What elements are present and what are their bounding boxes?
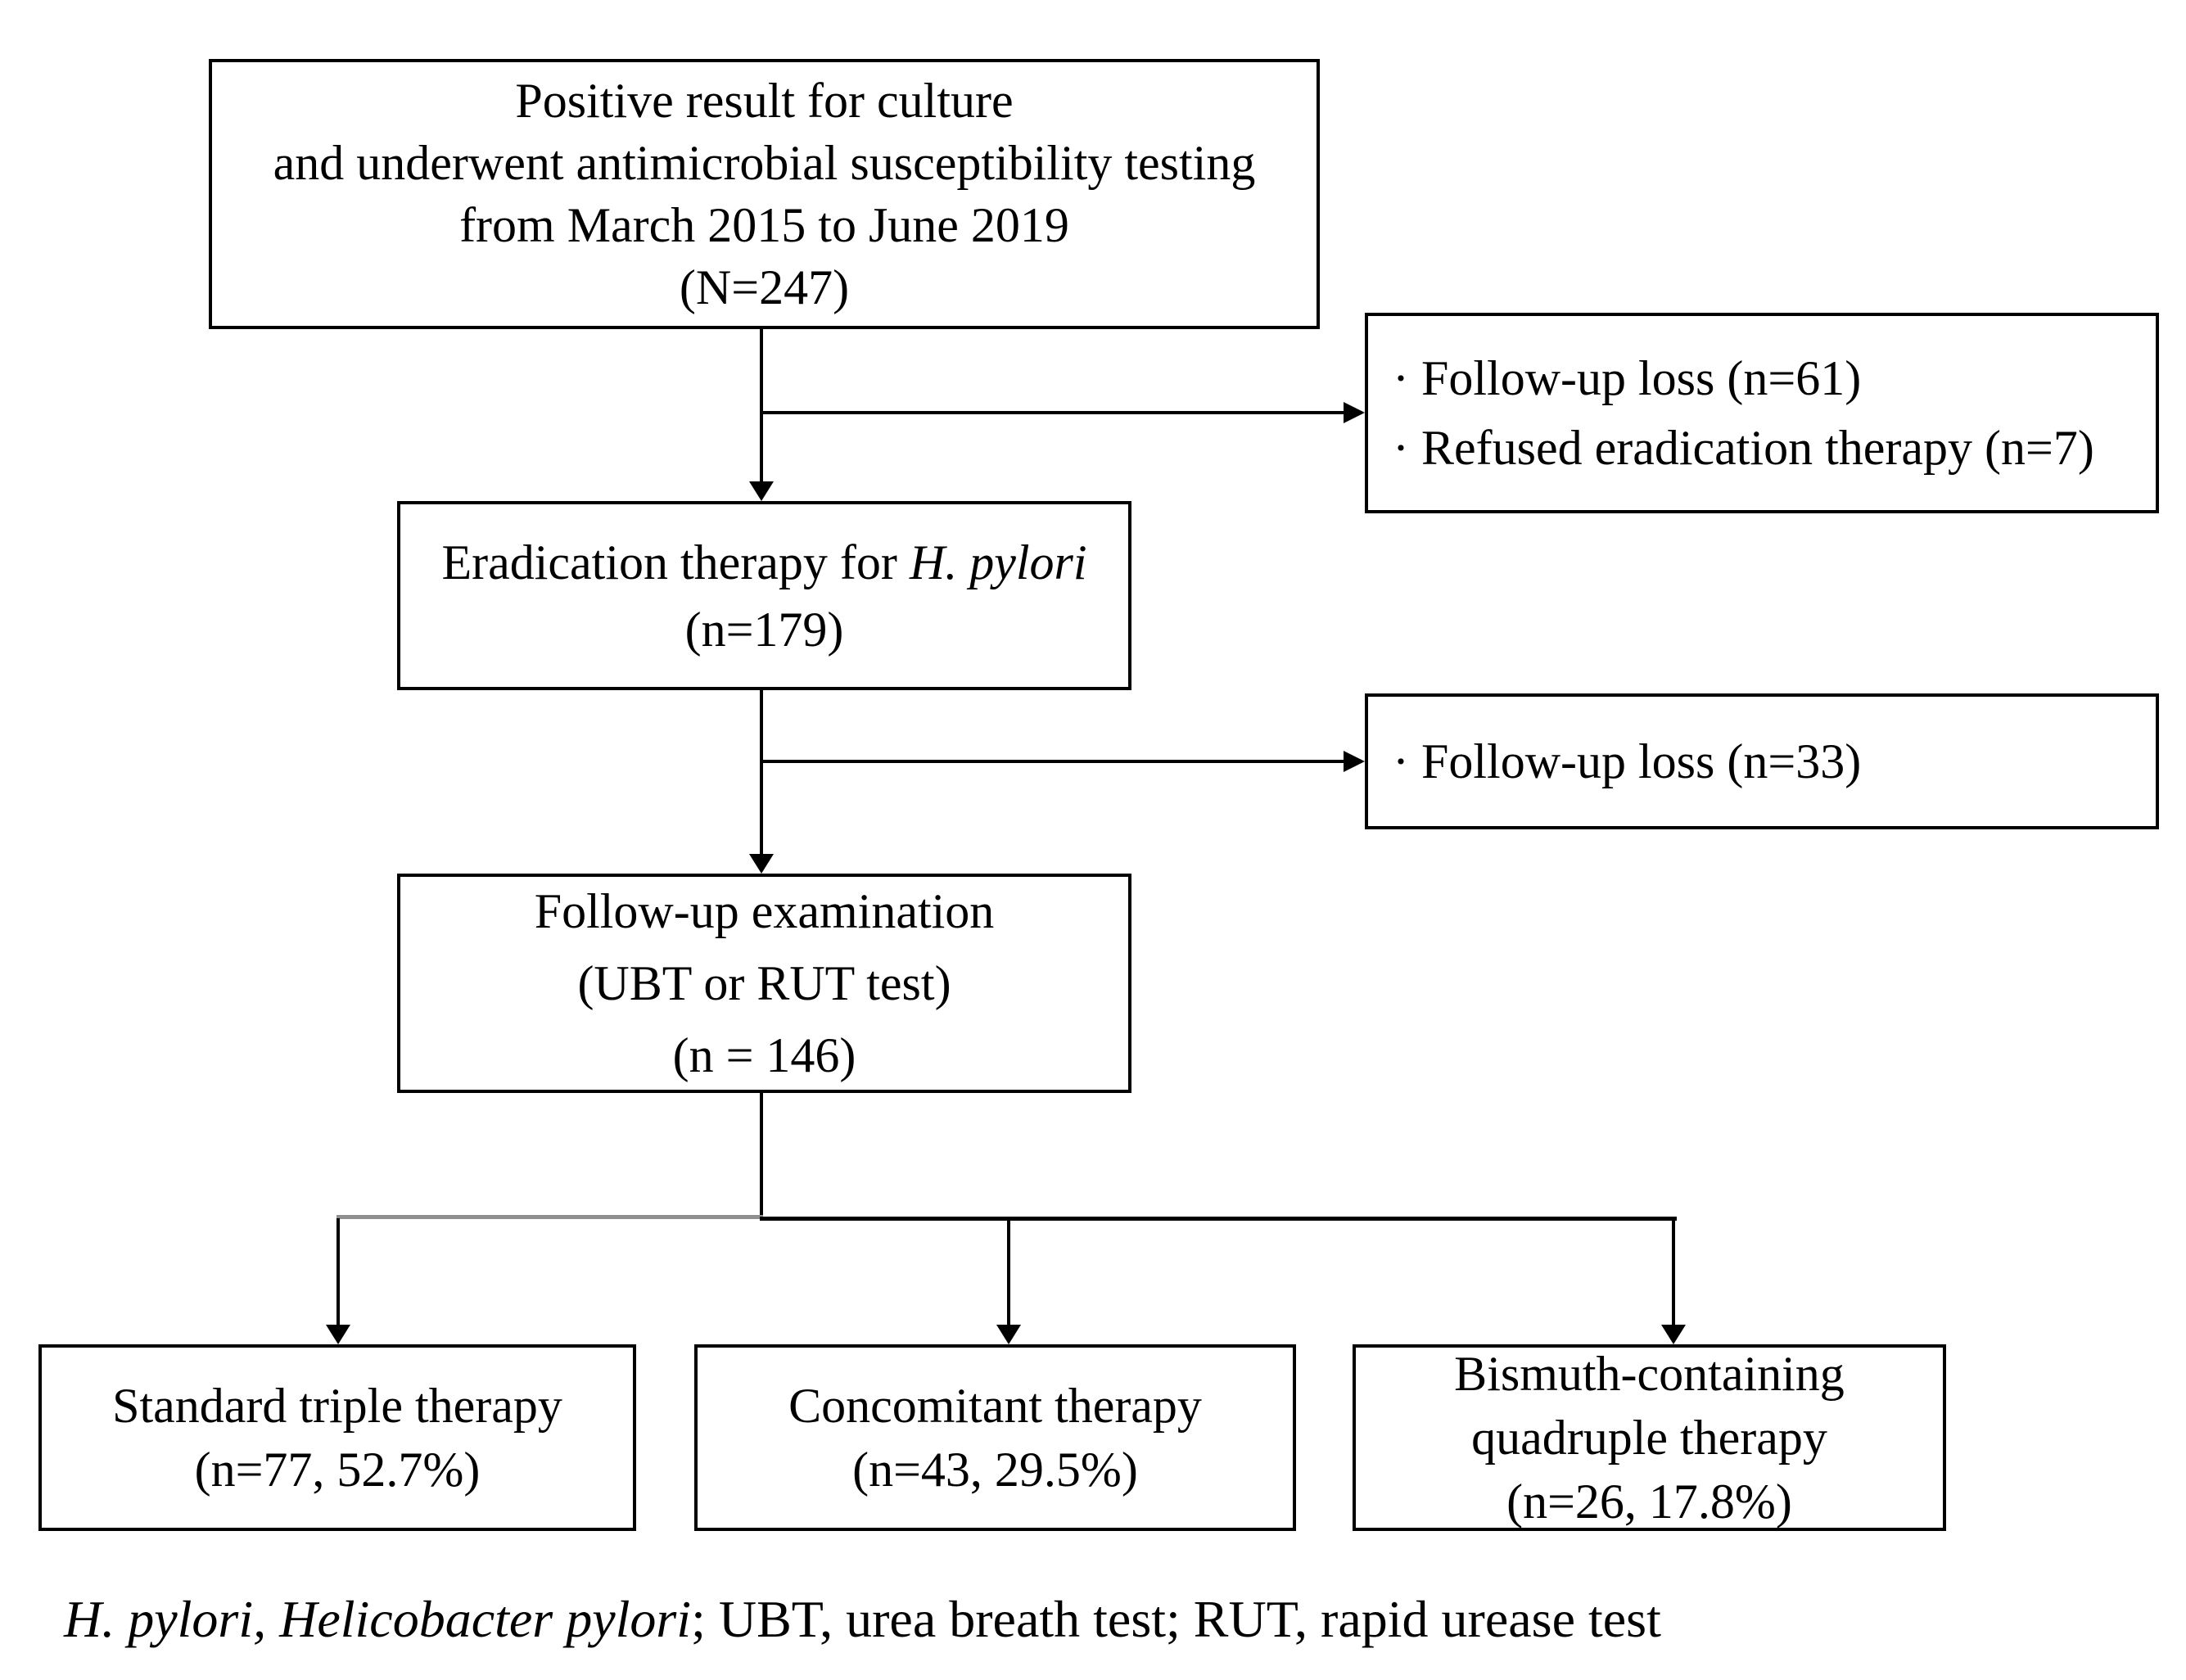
- connector-horizontal-1: [761, 411, 1344, 414]
- flow-box-culture-line4: (N=247): [679, 260, 850, 314]
- exclusion-2-item-1: · Follow-up loss (n=33): [1393, 734, 1862, 788]
- standard-triple-line2: (n=77, 52.7%): [194, 1443, 481, 1497]
- concomitant-line1: Concomitant therapy: [788, 1379, 1202, 1433]
- bismuth-quadruple-line2: quadruple therapy: [1471, 1411, 1827, 1465]
- connector-vertical-3: [760, 1093, 763, 1218]
- arrowhead-down-1-icon: [749, 481, 774, 501]
- exclusion-1-item-1: · Follow-up loss (n=61): [1393, 350, 1862, 405]
- footnote-regular-segment: ; UBT, urea breath test; RUT, rapid urea…: [691, 1590, 1661, 1648]
- branch-line-left-segment: [336, 1215, 763, 1219]
- therapy-box-bismuth-quadruple-text: Bismuth-containing quadruple therapy (n=…: [1454, 1342, 1845, 1533]
- arrowhead-down-concomitant-icon: [996, 1325, 1021, 1344]
- flow-box-eradication-line2: (n=179): [684, 602, 844, 657]
- bismuth-quadruple-line1: Bismuth-containing: [1454, 1347, 1845, 1401]
- flow-box-eradication-text: Eradication therapy for H. pylori (n=179…: [441, 529, 1086, 663]
- flow-box-exclusion-2: · Follow-up loss (n=33): [1365, 693, 2159, 829]
- flow-box-followup-exam-text: Follow-up examination (UBT or RUT test) …: [535, 875, 995, 1091]
- therapy-box-concomitant-text: Concomitant therapy (n=43, 29.5%): [788, 1374, 1202, 1502]
- footnote-italic-segment: H. pylori, Helicobacter pylori: [64, 1590, 692, 1648]
- flow-box-followup-exam: Follow-up examination (UBT or RUT test) …: [397, 874, 1131, 1093]
- arrowhead-right-2-icon: [1344, 751, 1365, 772]
- bismuth-quadruple-line3: (n=26, 17.8%): [1506, 1475, 1792, 1529]
- flow-box-culture-line1: Positive result for culture: [515, 74, 1014, 128]
- connector-vertical-standard-triple: [336, 1218, 340, 1325]
- flow-box-exclusion-1-text: · Follow-up loss (n=61) · Refused eradic…: [1393, 344, 2094, 483]
- standard-triple-line1: Standard triple therapy: [112, 1379, 562, 1433]
- flow-box-culture-text: Positive result for culture and underwen…: [273, 70, 1256, 318]
- arrowhead-down-2-icon: [749, 854, 774, 874]
- branch-line-right-segment: [760, 1217, 1677, 1221]
- arrowhead-down-standard-triple-icon: [326, 1325, 350, 1344]
- exclusion-1-item-2: · Refused eradication therapy (n=7): [1393, 420, 2094, 475]
- flow-box-eradication-line1: Eradication therapy for H. pylori: [441, 529, 1086, 596]
- flow-box-culture: Positive result for culture and underwen…: [209, 59, 1320, 329]
- eradication-line1-italic: H. pylori: [909, 535, 1087, 589]
- arrowhead-right-1-icon: [1344, 402, 1365, 423]
- flow-box-exclusion-2-text: · Follow-up loss (n=33): [1393, 727, 1861, 797]
- therapy-box-bismuth-quadruple: Bismuth-containing quadruple therapy (n=…: [1353, 1344, 1946, 1531]
- therapy-box-standard-triple: Standard triple therapy (n=77, 52.7%): [38, 1344, 636, 1531]
- concomitant-line2: (n=43, 29.5%): [852, 1443, 1138, 1497]
- therapy-box-standard-triple-text: Standard triple therapy (n=77, 52.7%): [112, 1374, 562, 1502]
- flow-box-culture-line2: and underwent antimicrobial susceptibili…: [273, 136, 1256, 190]
- followup-exam-line3: (n = 146): [672, 1028, 856, 1082]
- flow-box-culture-line3: from March 2015 to June 2019: [459, 198, 1069, 252]
- followup-exam-line2: (UBT or RUT test): [577, 956, 951, 1010]
- followup-exam-line1: Follow-up examination: [534, 884, 995, 938]
- connector-vertical-concomitant: [1007, 1221, 1010, 1325]
- therapy-box-concomitant: Concomitant therapy (n=43, 29.5%): [694, 1344, 1296, 1531]
- connector-vertical-2: [760, 690, 763, 856]
- flow-box-eradication: Eradication therapy for H. pylori (n=179…: [397, 501, 1131, 690]
- arrowhead-down-bismuth-icon: [1661, 1325, 1686, 1344]
- flow-box-exclusion-1: · Follow-up loss (n=61) · Refused eradic…: [1365, 313, 2159, 513]
- connector-vertical-1: [760, 329, 763, 483]
- connector-horizontal-2: [761, 760, 1344, 763]
- figure-footnote: H. pylori, Helicobacter pylori; UBT, ure…: [64, 1590, 1661, 1649]
- connector-vertical-bismuth-icon: [1672, 1221, 1675, 1325]
- eradication-line1-regular: Eradication therapy for: [441, 535, 910, 589]
